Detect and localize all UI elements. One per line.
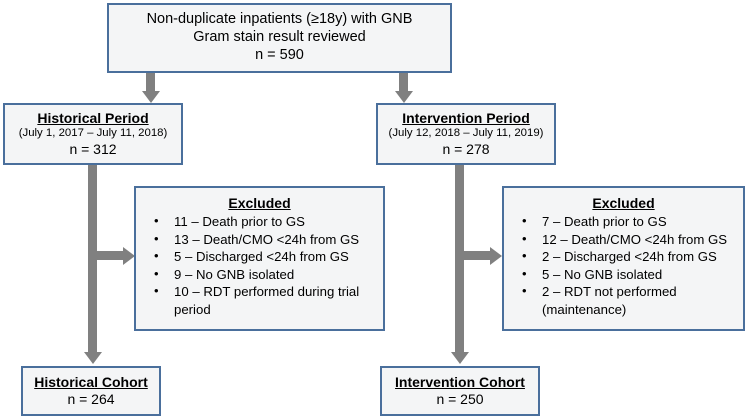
list-item: 9 – No GNB isolated	[142, 265, 377, 284]
list-item: 2 – Discharged <24h from GS	[510, 247, 737, 266]
node-intervention-period: Intervention Period (July 12, 2018 – Jul…	[376, 103, 556, 165]
node-historical-cohort: Historical Cohort n = 264	[21, 366, 161, 416]
arrow-intervention-trunk-head	[450, 352, 469, 364]
list-item: 13 – Death/CMO <24h from GS	[142, 230, 377, 249]
source-line-2: Gram stain result reviewed	[193, 29, 366, 46]
arrow-historical-trunk-head	[83, 352, 102, 364]
intervention-cohort-count: n = 250	[436, 391, 484, 407]
historical-excluded-list: 11 – Death prior to GS 13 – Death/CMO <2…	[142, 212, 377, 318]
intervention-period-dates: (July 12, 2018 – July 11, 2019)	[388, 127, 544, 140]
arrow-intervention-excluded-head	[490, 246, 502, 265]
historical-period-count: n = 312	[69, 140, 117, 157]
arrow-source-to-intervention-shaft	[399, 73, 408, 92]
historical-cohort-count: n = 264	[67, 391, 115, 407]
node-intervention-excluded: Excluded 7 – Death prior to GS 12 – Deat…	[502, 186, 745, 331]
node-source-population: Non-duplicate inpatients (≥18y) with GNB…	[107, 3, 452, 73]
historical-excluded-title: Excluded	[228, 195, 291, 211]
intervention-excluded-title: Excluded	[592, 195, 655, 211]
intervention-cohort-title: Intervention Cohort	[395, 373, 525, 390]
arrow-historical-trunk-shaft	[88, 165, 97, 353]
list-item: 7 – Death prior to GS	[510, 212, 737, 231]
arrow-historical-excluded-head	[123, 246, 135, 265]
list-item: 10 – RDT performed during trial period	[142, 282, 377, 318]
source-line-1: Non-duplicate inpatients (≥18y) with GNB	[146, 11, 413, 28]
list-item: 5 – No GNB isolated	[510, 265, 737, 284]
arrow-intervention-trunk-shaft	[455, 165, 464, 353]
arrow-source-to-intervention-head	[394, 91, 413, 103]
arrow-intervention-excluded-shaft	[463, 251, 491, 260]
arrow-historical-excluded-shaft	[96, 251, 124, 260]
intervention-excluded-list: 7 – Death prior to GS 12 – Death/CMO <24…	[510, 212, 737, 318]
list-item: 2 – RDT not performed (maintenance)	[510, 282, 737, 318]
list-item: 5 – Discharged <24h from GS	[142, 247, 377, 266]
intervention-period-title: Intervention Period	[402, 109, 530, 126]
node-historical-period: Historical Period (July 1, 2017 – July 1…	[3, 103, 183, 165]
source-count: n = 590	[255, 46, 304, 63]
list-item: 11 – Death prior to GS	[142, 212, 377, 231]
intervention-period-count: n = 278	[442, 140, 490, 157]
list-item: 12 – Death/CMO <24h from GS	[510, 230, 737, 249]
arrow-source-to-historical-head	[141, 91, 160, 103]
node-historical-excluded: Excluded 11 – Death prior to GS 13 – Dea…	[134, 186, 385, 331]
historical-period-dates: (July 1, 2017 – July 11, 2018)	[18, 127, 168, 140]
arrow-source-to-historical-shaft	[146, 73, 155, 92]
node-intervention-cohort: Intervention Cohort n = 250	[380, 366, 540, 416]
historical-cohort-title: Historical Cohort	[34, 373, 148, 390]
historical-period-title: Historical Period	[37, 109, 149, 126]
